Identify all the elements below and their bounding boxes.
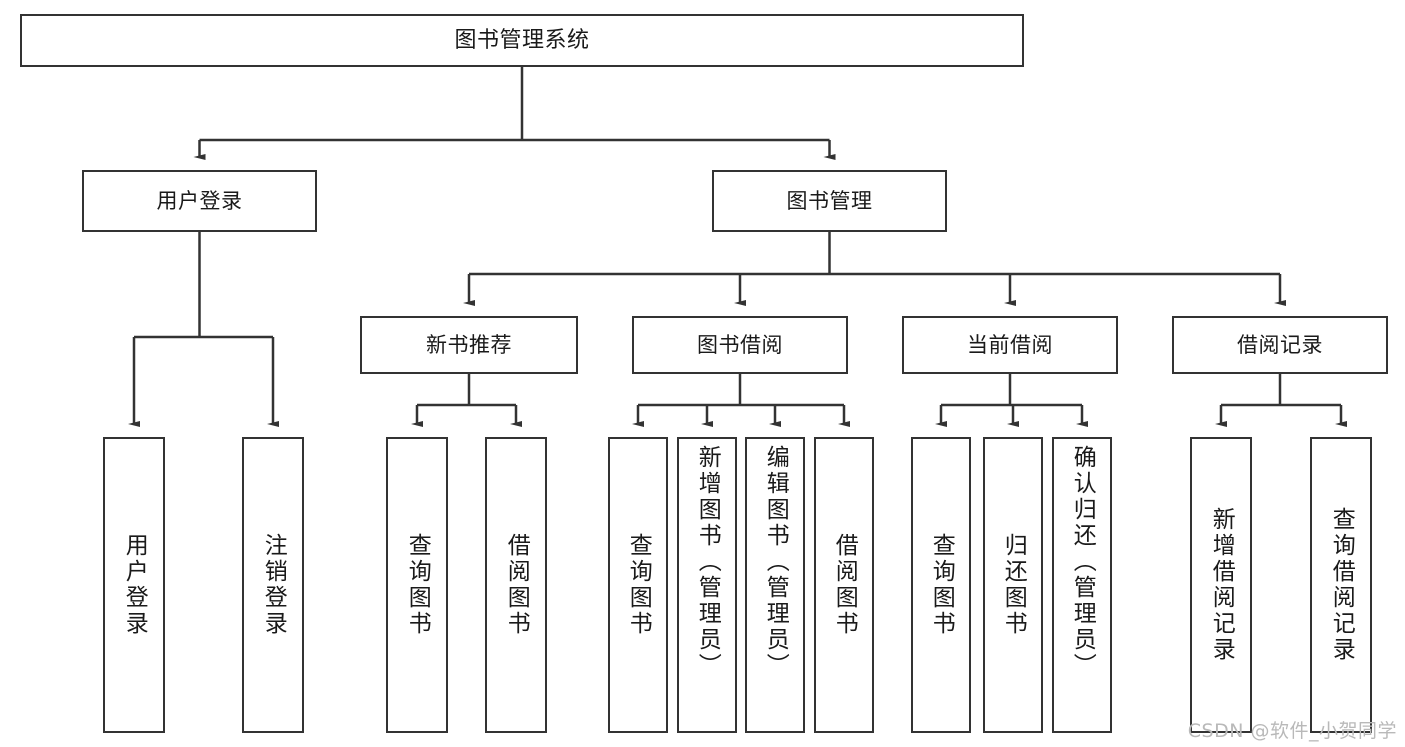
node-leaf-add-book[interactable]: 新增图书（管理员） bbox=[677, 437, 737, 733]
node-leaf-edit-book[interactable]: 编辑图书（管理员） bbox=[745, 437, 805, 733]
node-leaf-confirm-return[interactable]: 确认归还（管理员） bbox=[1052, 437, 1112, 733]
node-current-borrow[interactable]: 当前借阅 bbox=[902, 316, 1118, 374]
node-label: 借阅记录 bbox=[1237, 332, 1323, 357]
node-label: 新书推荐 bbox=[426, 332, 512, 357]
node-label: 用户登录 bbox=[156, 188, 243, 213]
node-label: 当前借阅 bbox=[967, 332, 1053, 357]
node-label: 查询图书 bbox=[404, 533, 431, 637]
node-leaf-add-record[interactable]: 新增借阅记录 bbox=[1190, 437, 1252, 733]
node-label: 编辑图书（管理员） bbox=[762, 445, 789, 679]
node-label: 归还图书 bbox=[1000, 533, 1027, 637]
node-leaf-query-book-b[interactable]: 查询图书 bbox=[608, 437, 668, 733]
node-label: 借阅图书 bbox=[831, 533, 858, 637]
node-label: 借阅图书 bbox=[503, 533, 530, 637]
node-borrow-record[interactable]: 借阅记录 bbox=[1172, 316, 1388, 374]
node-label: 确认归还（管理员） bbox=[1069, 445, 1096, 679]
node-leaf-return-book[interactable]: 归还图书 bbox=[983, 437, 1043, 733]
node-label: 新增借阅记录 bbox=[1208, 507, 1235, 663]
node-leaf-borrow-book-rec[interactable]: 借阅图书 bbox=[485, 437, 547, 733]
node-label: 注销登录 bbox=[260, 533, 287, 637]
node-label: 查询图书 bbox=[625, 533, 652, 637]
node-new-book-rec[interactable]: 新书推荐 bbox=[360, 316, 578, 374]
node-leaf-query-record[interactable]: 查询借阅记录 bbox=[1310, 437, 1372, 733]
node-leaf-user-logout[interactable]: 注销登录 bbox=[242, 437, 304, 733]
watermark-text: CSDN @软件_小贺同学 bbox=[1187, 720, 1397, 742]
node-label: 查询借阅记录 bbox=[1328, 507, 1355, 663]
node-leaf-user-login[interactable]: 用户登录 bbox=[103, 437, 165, 733]
node-root[interactable]: 图书管理系统 bbox=[20, 14, 1024, 67]
node-book-borrow[interactable]: 图书借阅 bbox=[632, 316, 848, 374]
node-label: 图书借阅 bbox=[697, 332, 783, 357]
node-label: 查询图书 bbox=[928, 533, 955, 637]
node-user-login[interactable]: 用户登录 bbox=[82, 170, 317, 232]
node-leaf-query-book-c[interactable]: 查询图书 bbox=[911, 437, 971, 733]
node-book-manage[interactable]: 图书管理 bbox=[712, 170, 947, 232]
node-leaf-query-book-rec[interactable]: 查询图书 bbox=[386, 437, 448, 733]
node-label: 新增图书（管理员） bbox=[694, 445, 721, 679]
node-label: 用户登录 bbox=[121, 533, 148, 637]
node-label: 图书管理 bbox=[786, 188, 873, 213]
node-label: 图书管理系统 bbox=[454, 27, 590, 53]
node-leaf-borrow-book-b[interactable]: 借阅图书 bbox=[814, 437, 874, 733]
